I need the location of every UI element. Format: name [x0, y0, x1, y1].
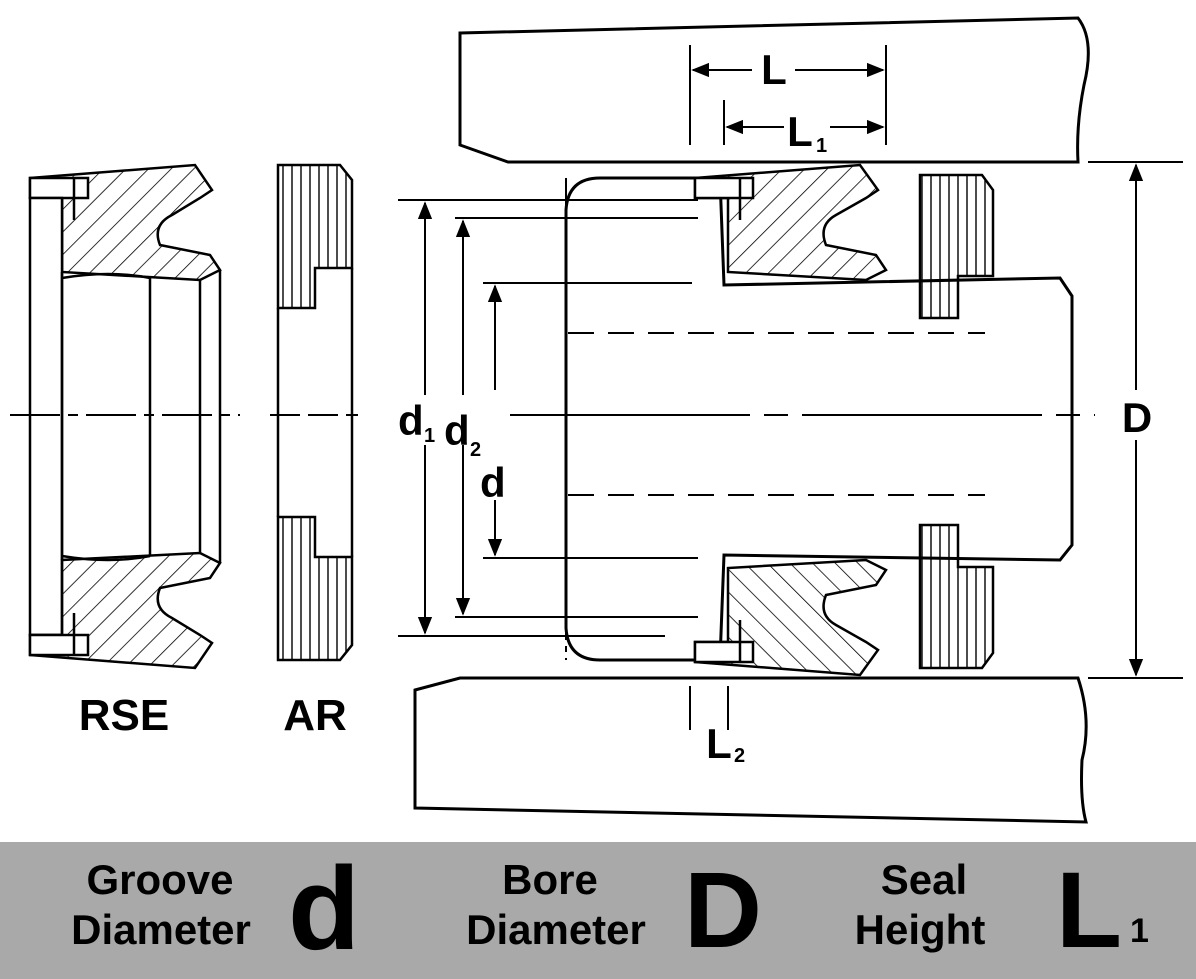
legend-groove: Groove Diameter d — [0, 842, 400, 979]
label-ar: AR — [283, 691, 347, 740]
legend-bore-symbol: D — [684, 849, 762, 970]
housing-top — [458, 16, 1090, 164]
installed-seal-top — [693, 163, 995, 320]
label-D: D — [1122, 394, 1152, 441]
legend-seal-symbol: L — [1056, 849, 1122, 970]
legend-bore: Bore Diameter D — [400, 842, 800, 979]
legend-seal-line1: Seal — [880, 856, 968, 903]
label-L1-sub: 1 — [816, 135, 827, 157]
label-d1: d — [398, 397, 424, 444]
label-d: d — [480, 459, 506, 506]
installed-seal-bottom — [693, 523, 995, 677]
label-L2: L — [706, 720, 732, 767]
ar-ring-drawing — [276, 163, 354, 662]
rse-seal-drawing — [28, 163, 222, 670]
bore-housing — [413, 16, 1090, 824]
label-d1-sub: 1 — [424, 425, 435, 447]
legend-bar: Groove Diameter d Bore Diameter D Seal H… — [0, 842, 1196, 979]
legend-seal-subscript: 1 — [1130, 912, 1149, 950]
label-L2-sub: 2 — [734, 745, 745, 767]
legend-groove-line2: Diameter — [71, 906, 251, 953]
technical-drawing: RSE AR L L 1 L 2 d 1 d 2 d D — [10, 16, 1183, 824]
legend-bore-line2: Diameter — [466, 906, 646, 953]
legend-groove-symbol: d — [288, 843, 361, 975]
label-L1: L — [787, 108, 813, 155]
legend-groove-line1: Groove — [86, 856, 234, 903]
legend-seal-line2: Height — [854, 906, 986, 953]
label-L: L — [761, 46, 787, 93]
legend-bore-line1: Bore — [502, 856, 598, 903]
label-rse: RSE — [79, 691, 169, 740]
label-d2-sub: 2 — [470, 439, 481, 461]
legend-seal: Seal Height L 1 — [800, 842, 1196, 979]
label-d2: d — [444, 407, 470, 454]
housing-bottom — [413, 676, 1088, 824]
